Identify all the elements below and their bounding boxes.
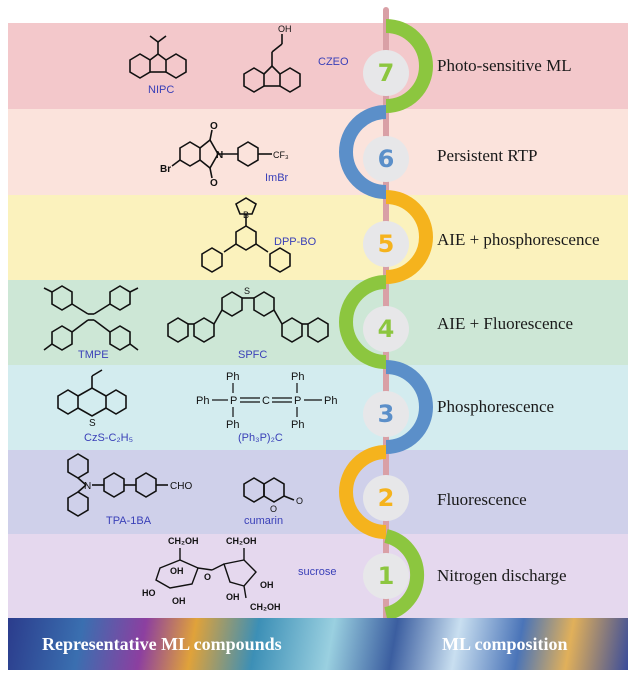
structure-tpa1ba: N CHO: [67, 453, 192, 517]
band-3: [8, 365, 628, 450]
structure-imbr: O O N Br CF₃: [160, 121, 289, 189]
sucrose-oh-1: OH: [170, 566, 184, 576]
czeo-oh-label: OH: [278, 24, 292, 34]
badge-4: 4: [363, 306, 409, 352]
compound-label-nipc: NIPC: [148, 84, 175, 96]
imbr-o1: O: [210, 121, 218, 132]
ph-label-4: Ph: [324, 395, 337, 407]
ph-label-2: Ph: [291, 371, 304, 383]
structure-ph3p2c: Ph Ph Ph P C P Ph Ph Ph: [196, 371, 337, 431]
badge-1: 1: [363, 553, 409, 599]
ml-label-4: AIE + Fluorescence: [437, 314, 574, 333]
compound-label-spfc: SPFC: [238, 349, 268, 361]
structure-tmpe: [43, 285, 139, 351]
band-2: [8, 450, 628, 534]
imbr-n: N: [216, 150, 223, 161]
sucrose-ch2oh-1: CH₂OH: [168, 536, 199, 546]
arc-2: [339, 445, 387, 539]
dppbo-b: B: [243, 210, 249, 220]
sucrose-ch2oh-3: CH₂OH: [250, 602, 281, 612]
sucrose-ho: HO: [142, 588, 156, 598]
ph-label-1: Ph: [226, 371, 239, 383]
arc-6: [339, 105, 387, 199]
footer-left-label: Representative ML compounds: [42, 634, 282, 654]
czs-s: S: [89, 418, 96, 429]
arc-7: [385, 19, 433, 113]
footer-bar: Representative ML compounds ML compositi…: [8, 618, 628, 670]
imbr-o2: O: [210, 178, 218, 189]
compound-label-cumarin: cumarin: [244, 515, 284, 527]
compound-label-ph3p2c: (Ph₃P)₂C: [238, 432, 283, 444]
tpa-cho: CHO: [170, 481, 192, 492]
footer-right-label: ML composition: [442, 634, 568, 654]
band-1: [8, 534, 628, 618]
compound-label-czeo: CZEO: [318, 56, 349, 68]
ph-label-5: Ph: [226, 419, 239, 431]
sucrose-oh-2: OH: [172, 596, 186, 606]
tpa-n: N: [84, 481, 91, 492]
arc-5: [385, 190, 433, 284]
structure-dppbo: B: [201, 197, 291, 273]
sucrose-o: O: [204, 572, 211, 582]
badge-7: 7: [363, 50, 409, 96]
badge-6: 6: [363, 136, 409, 182]
imbr-br: Br: [160, 164, 171, 175]
ml-label-3: Phosphorescence: [437, 397, 555, 416]
ml-label-5: AIE + phosphorescence: [437, 230, 600, 249]
ml-label-7: Photo-sensitive ML: [437, 56, 572, 75]
structure-nipc: [129, 35, 187, 79]
compound-label-czs: CzS-C₂H₅: [84, 432, 134, 444]
compound-label-sucrose: sucrose: [298, 566, 337, 578]
c-label: C: [262, 395, 270, 407]
sucrose-oh-4: OH: [260, 580, 274, 590]
band-4: [8, 280, 628, 365]
ml-label-6: Persistent RTP: [437, 146, 538, 165]
compound-label-dppbo: DPP-BO: [274, 236, 317, 248]
sucrose-ch2oh-2: CH₂OH: [226, 536, 257, 546]
arc-1: [384, 529, 425, 621]
structure-czs: S: [57, 369, 127, 429]
compound-label-imbr: ImBr: [265, 172, 289, 184]
structure-cumarin: O O: [243, 477, 303, 514]
badge-2: 2: [363, 475, 409, 521]
band-5: [8, 195, 628, 280]
structure-spfc: S: [167, 286, 329, 343]
imbr-cf3: CF₃: [273, 150, 289, 160]
ml-label-2: Fluorescence: [437, 490, 527, 509]
structure-czeo: OH: [243, 24, 301, 93]
cumarin-o2: O: [296, 496, 303, 506]
p-label-1: P: [230, 395, 237, 407]
band-6: [8, 109, 628, 195]
p-label-2: P: [294, 395, 301, 407]
ph-label-6: Ph: [291, 419, 304, 431]
structure-sucrose: CH₂OH CH₂OH CH₂OH OH HO OH OH OH O: [142, 536, 281, 612]
ml-label-1: Nitrogen discharge: [437, 566, 567, 585]
cumarin-o1: O: [270, 504, 277, 514]
compound-label-tpa1ba: TPA-1BA: [106, 515, 152, 527]
ph-label-3: Ph: [196, 395, 209, 407]
badge-5: 5: [363, 221, 409, 267]
arc-3: [385, 360, 433, 454]
arc-4: [339, 275, 387, 369]
badge-3: 3: [363, 391, 409, 437]
band-7: [8, 23, 628, 109]
spfc-s: S: [244, 286, 250, 296]
sucrose-oh-3: OH: [226, 592, 240, 602]
compound-label-tmpe: TMPE: [78, 349, 109, 361]
